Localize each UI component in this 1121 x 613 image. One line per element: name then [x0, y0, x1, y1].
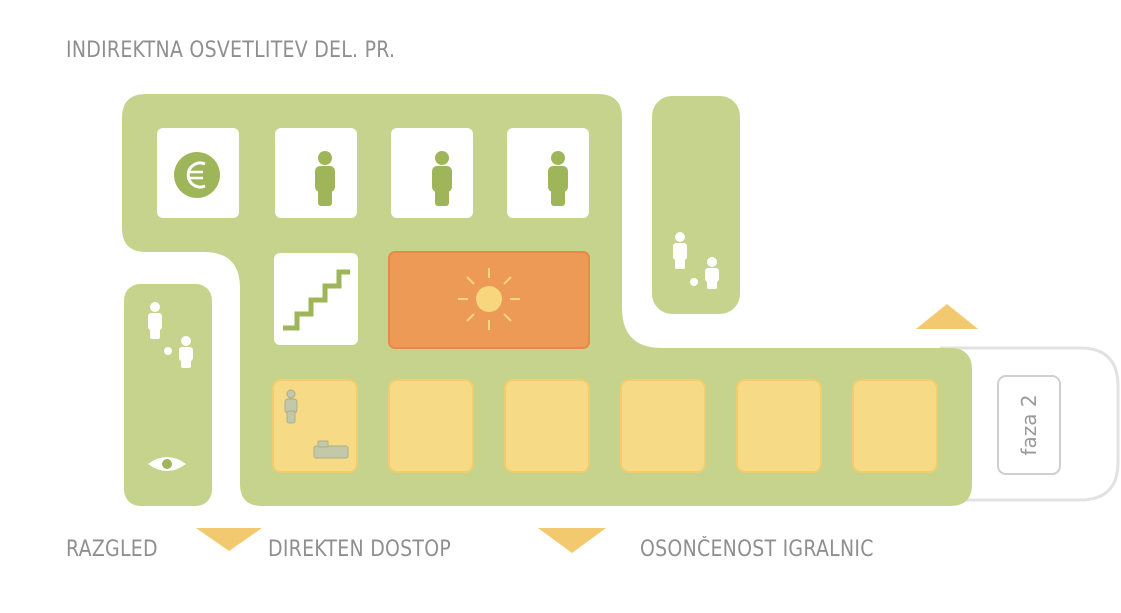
phase-2-outline	[940, 346, 1120, 502]
tile-playroom-5	[736, 379, 822, 473]
label-direct-access: DIREKTEN DOSTOP	[268, 537, 452, 562]
phase-2-box	[997, 375, 1061, 475]
person-icon	[315, 151, 335, 206]
right-upper-block	[652, 96, 740, 314]
stairs-icon	[283, 269, 350, 331]
triangle-marker-icon	[916, 304, 978, 329]
person-with-bed-icon	[284, 389, 349, 459]
tile-playroom-6	[852, 379, 938, 473]
label-sunlight-playrooms: OSONČENOST IGRALNIC	[640, 537, 874, 562]
triangle-marker-icon	[538, 528, 606, 553]
person-icon	[548, 151, 568, 206]
person-icon	[432, 151, 452, 206]
label-view: RAZGLED	[66, 537, 158, 562]
triangle-marker-icon	[196, 528, 262, 551]
tile-playroom-2	[388, 379, 474, 473]
label-indirect-lighting: INDIREKTNA OSVETLITEV DEL. PR.	[66, 38, 396, 63]
sun-icon	[458, 268, 520, 330]
eye-icon	[148, 457, 186, 471]
parent-child-icon	[148, 302, 193, 368]
tile-playroom-4	[620, 379, 706, 473]
tile-playroom-3	[504, 379, 590, 473]
parent-child-icon	[673, 232, 719, 289]
euro-icon	[174, 152, 220, 198]
phase-2-label: faza 2	[1017, 394, 1041, 455]
left-block	[124, 284, 212, 506]
